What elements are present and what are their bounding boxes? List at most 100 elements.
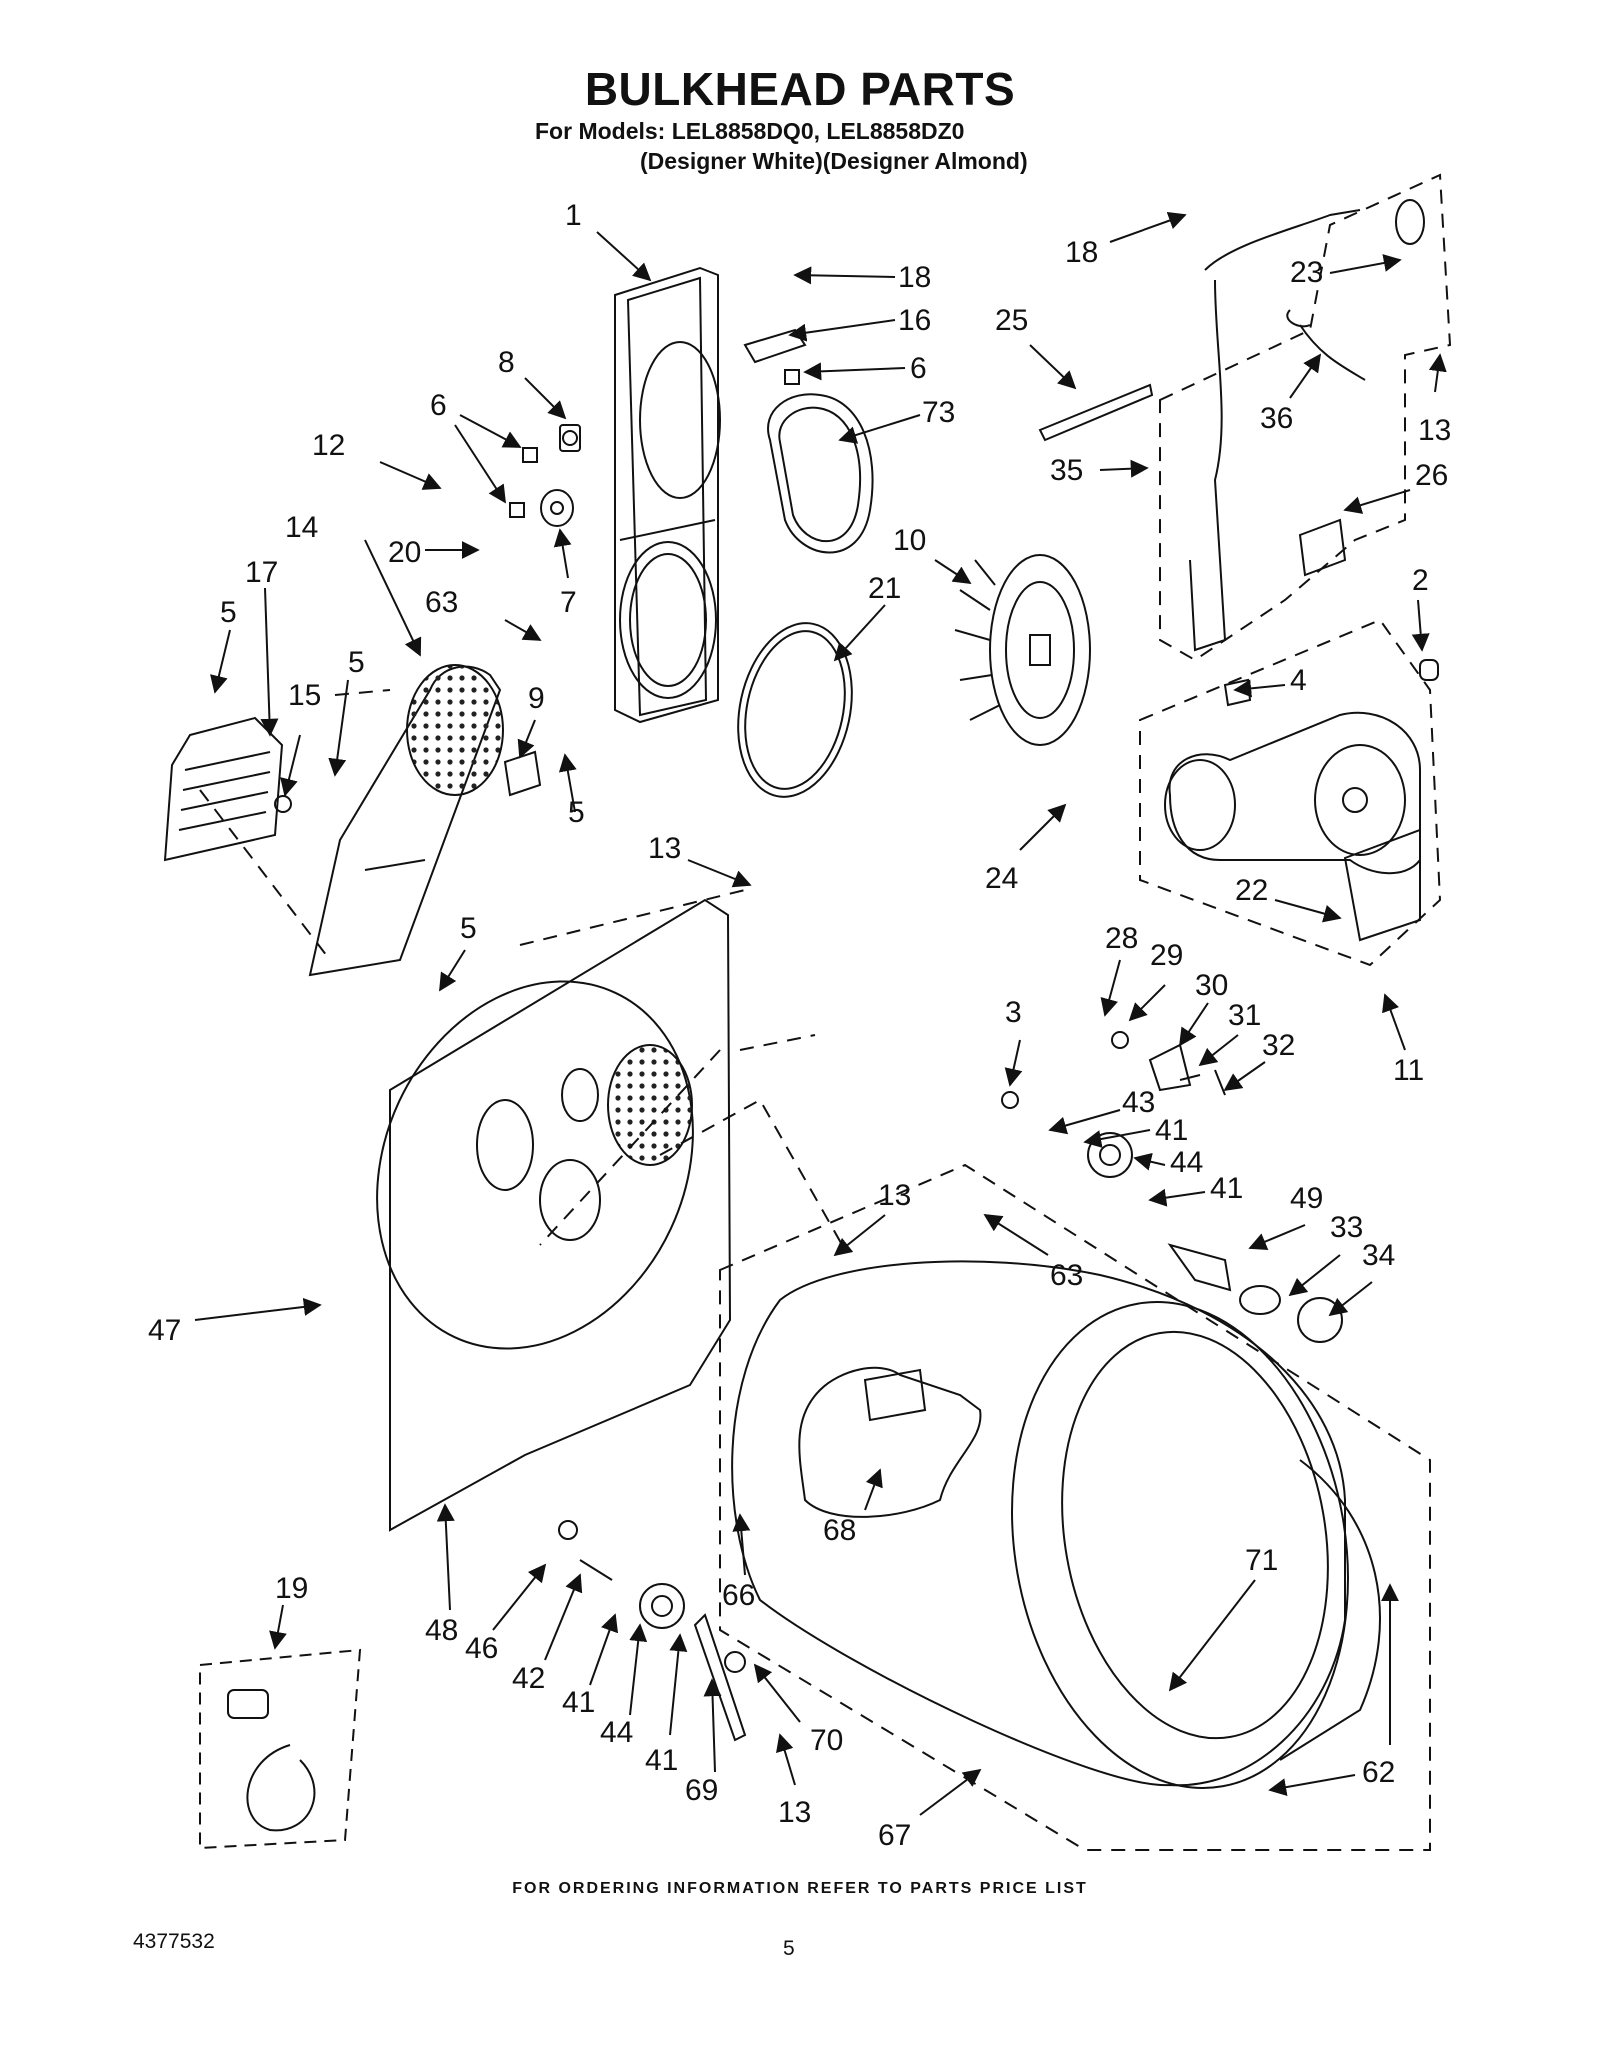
callout-6: 6 (910, 352, 927, 385)
callout-5d: 5 (460, 912, 477, 945)
callout-41: 41 (1155, 1114, 1188, 1147)
callout-5: 5 (220, 596, 237, 629)
callout-12: 12 (312, 429, 345, 462)
callout-70: 70 (810, 1724, 843, 1757)
callout-47: 47 (148, 1314, 181, 1347)
callout-30: 30 (1195, 969, 1228, 1002)
callout-66: 66 (722, 1579, 755, 1612)
callout-63: 63 (425, 586, 458, 619)
callout-41d: 41 (645, 1744, 678, 1777)
callout-16: 16 (898, 304, 931, 337)
lamp-holder-49 (1167, 1243, 1232, 1292)
terminal-26 (1298, 518, 1347, 577)
motor-box (1159, 173, 1452, 662)
callout-8: 8 (498, 346, 515, 379)
callout-28: 28 (1105, 922, 1138, 955)
callout-19: 19 (275, 1572, 308, 1605)
callout-67: 67 (878, 1819, 911, 1852)
socket-34 (1297, 1297, 1343, 1343)
cable-tie-25 (1038, 383, 1154, 442)
drum-seal-62 (1279, 1459, 1381, 1761)
idler-44 (1087, 1132, 1133, 1178)
callout-3: 3 (1005, 996, 1022, 1029)
callout-18b: 18 (1065, 236, 1098, 269)
front-bulkhead-48 (376, 898, 732, 1532)
gasket-21 (737, 622, 853, 798)
models-line: For Models: LEL8858DQ0, LEL8858DZ0 (535, 118, 965, 144)
callout-5c: 5 (568, 796, 585, 829)
callout-7: 7 (560, 586, 577, 619)
callout-13d: 13 (778, 1796, 811, 1829)
ordering-note: FOR ORDERING INFORMATION REFER TO PARTS … (512, 1880, 1088, 1897)
callout-33: 33 (1330, 1211, 1363, 1244)
callout-22: 22 (1235, 874, 1268, 907)
switch-4 (1223, 678, 1252, 707)
heater-17 (163, 716, 284, 862)
callout-41c: 41 (562, 1686, 595, 1719)
callout-15: 15 (288, 679, 321, 712)
page-title: BULKHEAD PARTS (584, 63, 1016, 115)
callout-44b: 44 (600, 1716, 633, 1749)
bracket-9 (503, 750, 542, 797)
callout-24: 24 (985, 862, 1018, 895)
callout-11: 11 (1393, 1054, 1424, 1087)
harness-22 (1343, 828, 1421, 942)
callout-49: 49 (1290, 1182, 1323, 1215)
harness-35 (1189, 209, 1361, 652)
lint-housing (308, 664, 504, 977)
callout-68: 68 (823, 1514, 856, 1547)
callout-73: 73 (922, 396, 955, 429)
callout-10: 10 (893, 524, 926, 557)
callout-6b: 6 (430, 389, 447, 422)
callout-20: 20 (388, 536, 421, 569)
callout-29: 29 (1150, 939, 1183, 972)
callout-14: 14 (285, 511, 318, 544)
motor-assembly-11 (1164, 711, 1421, 875)
callout-35: 35 (1050, 454, 1083, 487)
blower-wheel (954, 554, 1091, 746)
duct-panel (614, 266, 721, 724)
callout-4: 4 (1290, 664, 1307, 697)
callout-62: 62 (1362, 1756, 1395, 1789)
callout-69: 69 (685, 1774, 718, 1807)
callout-5b: 5 (348, 646, 365, 679)
callout-71: 71 (1245, 1544, 1278, 1577)
thermal-fuse-7 (540, 489, 574, 527)
thermostat-8 (559, 424, 581, 452)
variants-line: (Designer White)(Designer Almond) (640, 148, 1028, 174)
idler-arm-69 (693, 1613, 747, 1742)
callout-18: 18 (898, 261, 931, 294)
callout-46: 46 (465, 1632, 498, 1665)
callout-26: 26 (1415, 459, 1448, 492)
drum-box (719, 1163, 1431, 1851)
callout-44: 44 (1170, 1146, 1203, 1179)
callout-2: 2 (1412, 564, 1429, 597)
bracket-16 (743, 328, 807, 364)
idler-44b (639, 1583, 685, 1629)
callout-1: 1 (565, 199, 582, 232)
page-number: 5 (783, 1937, 795, 1960)
callout-13: 13 (1418, 414, 1451, 447)
callout-34: 34 (1362, 1239, 1395, 1272)
callout-42: 42 (512, 1662, 545, 1695)
callout-23: 23 (1290, 256, 1323, 289)
kit-box-19 (199, 1648, 362, 1850)
callout-17: 17 (245, 556, 278, 589)
callout-48: 48 (425, 1614, 458, 1647)
callout-36: 36 (1260, 402, 1293, 435)
drum-66 (731, 1260, 1349, 1789)
callout-21: 21 (868, 572, 901, 605)
callout-25: 25 (995, 304, 1028, 337)
callout-63b: 63 (1050, 1259, 1083, 1292)
callout-41b: 41 (1210, 1172, 1243, 1205)
callout-31: 31 (1228, 999, 1261, 1032)
document-number: 4377532 (133, 1930, 215, 1953)
callout-13c: 13 (878, 1179, 911, 1212)
callout-9: 9 (528, 682, 545, 715)
callout-32: 32 (1262, 1029, 1295, 1062)
seal-73 (767, 393, 874, 554)
ground-36 (1286, 309, 1366, 381)
callout-43: 43 (1122, 1086, 1155, 1119)
callout-13b: 13 (648, 832, 681, 865)
